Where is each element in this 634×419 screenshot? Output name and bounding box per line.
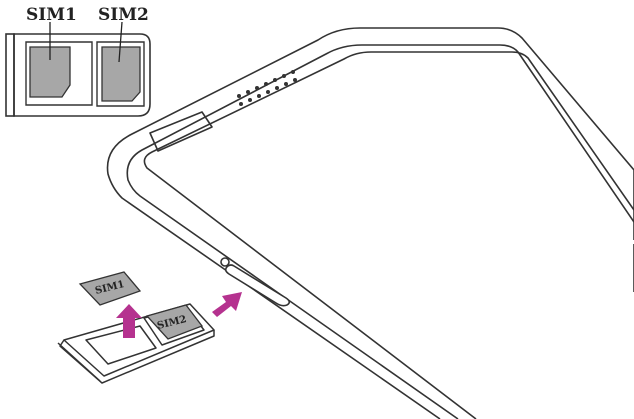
sim-card-sim1: SIM1 bbox=[78, 271, 142, 306]
tray-handle bbox=[57, 342, 101, 382]
phone-illustration bbox=[106, 27, 634, 419]
sim-tray-inset: SIM1 SIM2 bbox=[5, 5, 151, 117]
phone-top-notch bbox=[149, 111, 213, 152]
label-sim1: SIM1 bbox=[26, 5, 77, 25]
inset-card-sim1 bbox=[29, 46, 71, 98]
eject-pin-hole bbox=[220, 257, 230, 267]
phone-tray-slot bbox=[224, 264, 291, 307]
phone-inner-edge bbox=[126, 44, 634, 419]
sim-card-sim2: SIM2 bbox=[145, 304, 204, 340]
label-sim2: SIM2 bbox=[98, 5, 149, 25]
inset-slot-sim2 bbox=[96, 41, 145, 107]
speaker-grille bbox=[237, 70, 297, 106]
inset-slot-sim1 bbox=[25, 41, 93, 106]
tray-side bbox=[59, 330, 215, 384]
inset-tray-frame bbox=[13, 33, 151, 117]
phone-screen bbox=[143, 51, 634, 419]
inset-tray-handle bbox=[5, 33, 15, 117]
phone-outer-shell bbox=[106, 27, 634, 419]
arrow-push-tray bbox=[212, 292, 242, 317]
arrow-insert-sim1 bbox=[116, 304, 142, 338]
tray-slot-1 bbox=[85, 325, 157, 365]
inset-card-sim2 bbox=[101, 46, 141, 102]
leader-sim2 bbox=[118, 21, 123, 63]
